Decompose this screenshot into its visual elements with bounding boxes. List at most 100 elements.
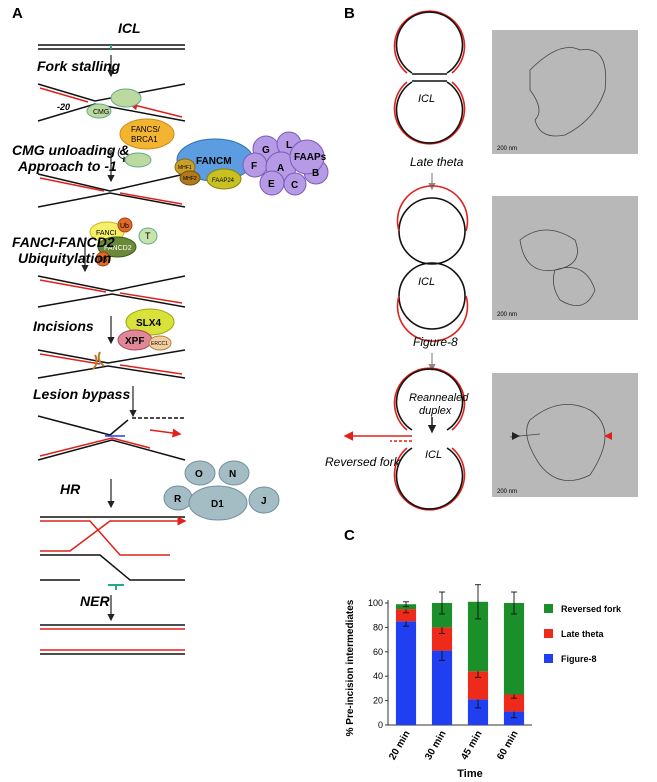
r-label: R (174, 494, 182, 505)
legend: Reversed fork Late theta Figure-8 (544, 604, 622, 664)
bar-segment (467, 671, 489, 700)
mhf1-label: MHF1 (178, 165, 192, 171)
reannealed-1: Reannealed (409, 392, 469, 404)
ub-label-2: Ub (98, 257, 107, 264)
late-theta-icl: ICL (418, 93, 435, 105)
c-label: C (291, 180, 298, 191)
legend-swatch-late-theta (544, 629, 553, 638)
ercc1-label: ERCC1 (151, 341, 168, 347)
dna-approach (37, 173, 186, 208)
faap24-label: FAAP24 (212, 178, 235, 184)
dna-hr (40, 516, 187, 590)
legend-figure8: Figure-8 (561, 654, 597, 664)
panel-b-letter: B (344, 5, 355, 22)
minus20-label: -20 (57, 102, 70, 112)
bar-segment (503, 603, 525, 695)
reversed-fork-diagram (343, 367, 466, 511)
x-tick-label: 30 min (423, 729, 448, 762)
d1-label: D1 (211, 499, 224, 510)
figure8-icl: ICL (418, 276, 435, 288)
figure8-label: Figure-8 (413, 335, 458, 349)
l-label: L (286, 140, 292, 151)
step-lesion-bypass: Lesion bypass (33, 386, 130, 402)
bar-segment (431, 650, 453, 725)
y-tick-label: 80 (373, 622, 383, 632)
step-icl: ICL (118, 20, 141, 36)
fancs-label-1: FANCS/ (131, 125, 161, 134)
x-tick-label: 20 min (387, 729, 412, 762)
step-ner: NER (80, 593, 110, 609)
scale-1: 200 nm (497, 146, 517, 152)
cmg-blob-2 (110, 88, 142, 108)
step-cmg-1: CMG unloading & (12, 142, 129, 158)
bar-segment (467, 601, 489, 672)
j-label: J (261, 496, 267, 507)
panel-a-letter: A (12, 5, 23, 22)
reannealed-2: duplex (419, 405, 452, 417)
em-strand-1 (529, 47, 607, 137)
y-tick-label: 60 (373, 647, 383, 657)
y-tick-label: 20 (373, 696, 383, 706)
cmg-label: CMG (93, 109, 109, 116)
fancs-label-2: BRCA1 (131, 135, 158, 144)
panel-c-letter: C (344, 527, 355, 544)
dna-ner (40, 624, 185, 655)
t-blob (138, 227, 158, 245)
dna-lesion-bypass (37, 415, 186, 461)
reversed-fork-label: Reversed fork (325, 455, 401, 469)
mhf2-label: MHF2 (183, 176, 197, 182)
cmg-blob (86, 103, 112, 119)
ub-blob-1 (117, 217, 133, 233)
xpf-label: XPF (125, 336, 144, 347)
step-ub-1: FANCI-FANCD2 (12, 234, 115, 250)
stacked-bar-chart: % Pre-incision intermediates Time 020406… (345, 584, 622, 780)
slx4-label: SLX4 (136, 318, 161, 329)
step-incisions: Incisions (33, 318, 94, 334)
fanci-label: FANCI (96, 230, 117, 237)
x-tick-label: 60 min (495, 729, 520, 762)
reversed-fork-icl: ICL (425, 449, 442, 461)
bar-segment (395, 609, 417, 622)
o-label: O (195, 469, 203, 480)
step-fork-stalling: Fork stalling (37, 58, 121, 74)
figure8-diagram (396, 185, 469, 342)
em-image-figure8 (492, 196, 638, 320)
rad51-complex (163, 460, 280, 521)
dna-icl (38, 44, 185, 50)
fancm-label: FANCM (196, 156, 232, 167)
n-label: N (229, 469, 236, 480)
step-ub-2: Ubiquitylation (18, 250, 111, 266)
scale-3: 200 nm (497, 489, 517, 495)
bar-segment (467, 699, 489, 725)
legend-swatch-reversed-fork (544, 604, 553, 613)
faap24-blob (206, 168, 242, 190)
y-tick-label: 100 (368, 598, 383, 608)
y-tick-label: 40 (373, 671, 383, 681)
step-hr: HR (60, 481, 81, 497)
legend-late-theta: Late theta (561, 629, 605, 639)
t-label: T (145, 231, 151, 241)
bar-segment (395, 621, 417, 725)
ub-label-1: Ub (120, 223, 129, 230)
x-tick-label: 45 min (459, 729, 484, 762)
faaps-label: FAAPs (294, 152, 327, 163)
bar-segment (431, 603, 453, 628)
em-strand-2 (519, 229, 596, 307)
bar-segment (503, 711, 525, 725)
g-label: G (262, 145, 270, 156)
fancd2-blob (97, 236, 137, 258)
y-tick-label: 0 (378, 720, 383, 730)
cmg-released (124, 152, 152, 168)
dna-incisions (37, 349, 186, 379)
late-theta-diagram (393, 10, 466, 145)
legend-swatch-figure8 (544, 654, 553, 663)
late-theta-label: Late theta (410, 155, 464, 169)
core-complex (242, 131, 329, 196)
em-red-arrowhead (604, 432, 612, 440)
fancs-blob (119, 118, 175, 150)
step-cmg-2: Approach to -1 (17, 158, 117, 174)
e-label: E (268, 179, 275, 190)
ercc1-blob (148, 335, 172, 351)
scale-2: 200 nm (497, 312, 517, 318)
